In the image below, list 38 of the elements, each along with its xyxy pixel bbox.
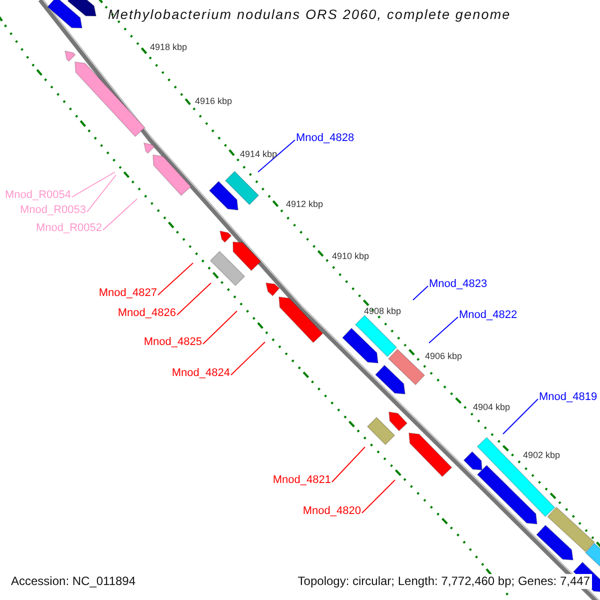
gene-label: Mnod_4821: [272, 474, 331, 487]
scale-label: 4912 kbp: [286, 199, 324, 209]
scale-label: 4902 kbp: [523, 450, 560, 460]
gene-label: Mnod_4828: [296, 132, 354, 145]
scale-label: 4904 kbp: [473, 402, 510, 412]
gene-label: Mnod_4825: [144, 336, 202, 349]
gene-label: Mnod_4820: [302, 505, 361, 518]
gene-label: Mnod_4824: [172, 367, 230, 380]
gene-label: Mnod_R0052: [36, 222, 102, 235]
gene-label: Mnod_4826: [118, 307, 176, 320]
scale-label: 4908 kbp: [364, 306, 402, 316]
leader-line: [86, 174, 116, 212]
gene-label: Mnod_4822: [459, 309, 518, 322]
leader-line: [332, 446, 366, 482]
leader-line: [258, 140, 296, 172]
leader-line: [202, 310, 238, 344]
scale-label: 4906 kbp: [425, 351, 462, 361]
footer-text: Topology: circular; Length: 7,772,460 bp; Genes: 7,447: [296, 574, 592, 589]
leader-line: [412, 286, 428, 300]
scale-label: 4914 kbp: [240, 149, 278, 159]
leader-line: [428, 316, 458, 344]
leader-line: [72, 172, 116, 198]
footer-text: Accession: NC_011894: [9, 574, 138, 589]
scale-label: 4918 kbp: [150, 42, 188, 52]
title: Methylobacterium nodulans ORS 2060, complete genome: [108, 7, 511, 22]
leader-line: [158, 262, 194, 296]
gene-label: Mnod_4819: [539, 391, 598, 404]
leader-line: [230, 342, 266, 376]
scale-label: 4916 kbp: [195, 96, 232, 106]
gene-label: Mnod_4823: [429, 278, 488, 291]
leader-line: [502, 398, 538, 434]
gene-label: Mnod_4827: [98, 287, 157, 300]
leader-line: [102, 198, 138, 230]
scale-label: 4910 kbp: [332, 251, 370, 261]
gene-label: Mnod_R0054: [4, 189, 71, 202]
leader-line: [176, 282, 212, 316]
leader-line: [362, 480, 396, 514]
gene-label: Mnod_R0053: [20, 204, 86, 217]
